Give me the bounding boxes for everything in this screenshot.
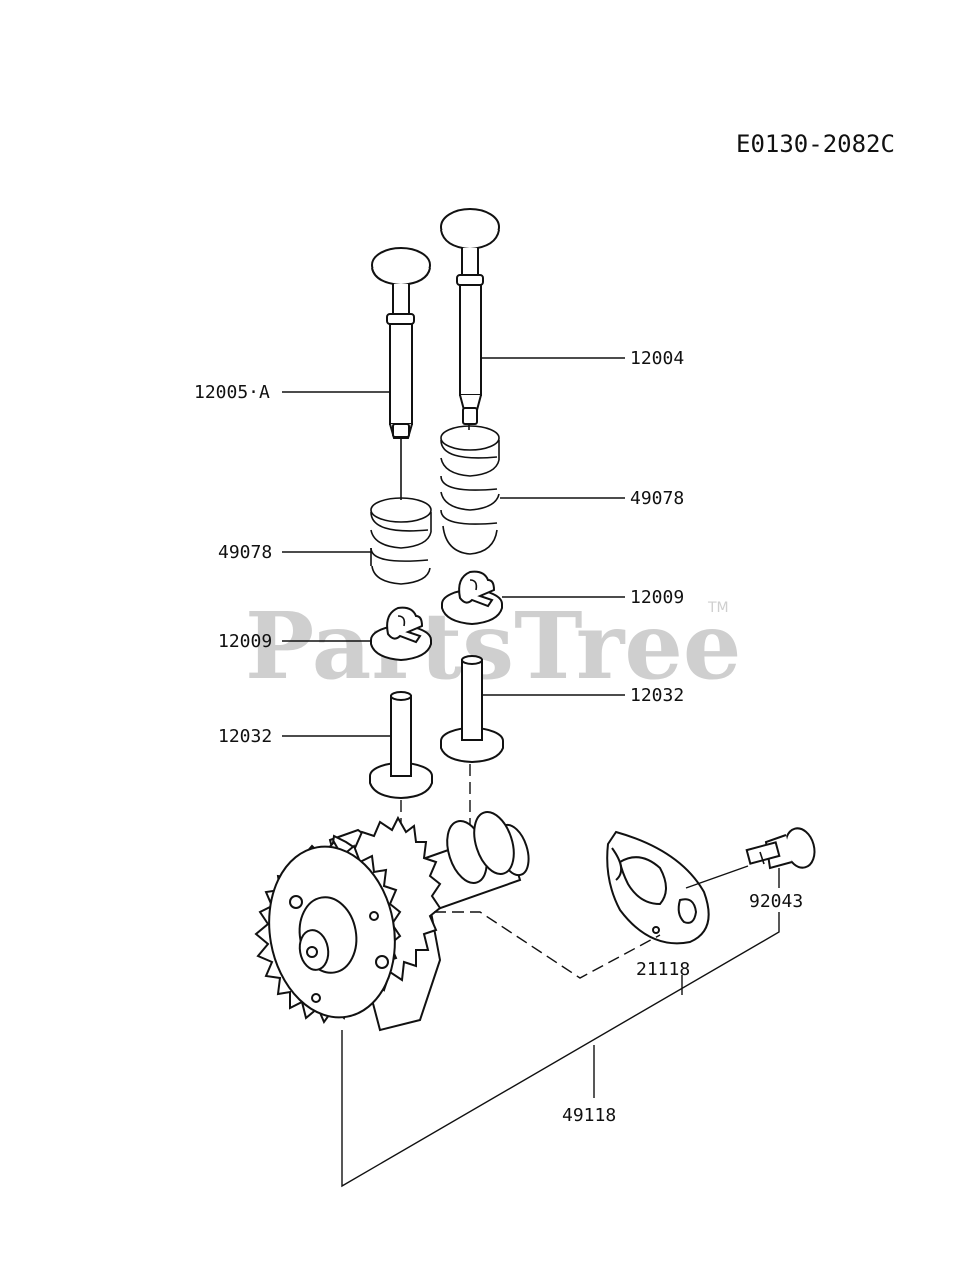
diagram-code: E0130-2082C xyxy=(736,130,895,158)
valve-intake[interactable] xyxy=(440,208,500,425)
label-retainer-left: 12009 xyxy=(218,631,272,652)
label-valve-exhaust: 12005·A xyxy=(194,382,270,403)
label-spring-right: 49078 xyxy=(630,488,684,509)
label-tappet-right: 12032 xyxy=(630,685,684,706)
spring-retainer-left[interactable] xyxy=(370,606,432,662)
label-plate: 21118 xyxy=(636,959,690,980)
tappet-right[interactable] xyxy=(440,655,504,764)
camshaft[interactable] xyxy=(254,807,534,1032)
label-retainer-right: 12009 xyxy=(630,587,684,608)
valve-spring-right[interactable] xyxy=(440,425,500,555)
label-valve-intake: 12004 xyxy=(630,348,684,369)
label-tappet-left: 12032 xyxy=(218,726,272,747)
decompression-plate[interactable] xyxy=(606,830,710,945)
watermark-trademark: TM xyxy=(707,600,729,616)
valve-exhaust[interactable] xyxy=(371,247,431,439)
spring-retainer-right[interactable] xyxy=(441,570,503,626)
label-bolt: 92043 xyxy=(749,891,803,912)
tappet-left[interactable] xyxy=(369,691,433,800)
label-spring-left: 49078 xyxy=(218,542,272,563)
bolt[interactable] xyxy=(745,825,819,871)
label-camshaft: 49118 xyxy=(562,1105,616,1126)
valve-spring-left[interactable] xyxy=(370,497,432,585)
